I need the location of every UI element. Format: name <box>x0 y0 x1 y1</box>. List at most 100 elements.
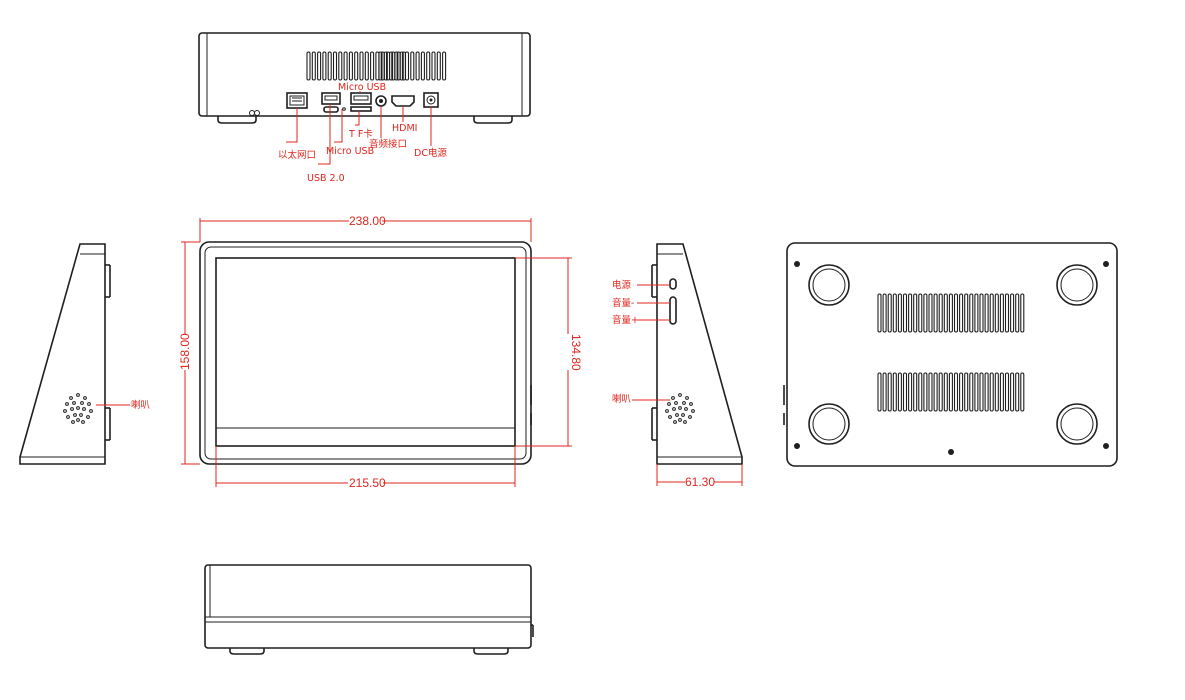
vent-slot <box>964 293 969 333</box>
vent-slot <box>877 372 882 412</box>
speaker-hole <box>79 413 83 417</box>
speaker-hole <box>66 415 70 419</box>
screws <box>794 261 1109 455</box>
vent-slot <box>938 293 943 333</box>
screw <box>1103 443 1109 449</box>
dim-front-height: 158.00 <box>178 241 200 465</box>
vent-slot <box>989 293 994 333</box>
vent-slot <box>882 372 887 412</box>
vent-slot <box>913 372 918 412</box>
vent-slot <box>948 372 953 412</box>
vent-slot <box>370 51 375 81</box>
vent-slot <box>394 51 399 81</box>
bottom-plate <box>786 242 1118 467</box>
vent-slot <box>897 293 902 333</box>
top-view <box>204 564 534 655</box>
vent-slot <box>994 293 999 333</box>
rubber-foot <box>1056 264 1098 306</box>
speaker-hole <box>76 418 80 422</box>
dim-screen-height-value: 134.80 <box>569 334 583 371</box>
vent-slot <box>964 372 969 412</box>
speaker-hole <box>673 420 677 424</box>
rubber-foot <box>808 264 850 306</box>
ports-view-body <box>198 32 531 117</box>
speaker-hole <box>72 401 76 405</box>
rubber-foot <box>1056 403 1098 445</box>
vent-slot <box>974 293 979 333</box>
label-tf-card: T F卡 <box>348 128 373 140</box>
kensington-lock-icon <box>249 110 255 116</box>
speaker-hole <box>678 393 682 397</box>
speaker-hole <box>81 420 85 424</box>
port-callouts <box>286 91 432 165</box>
dim-screen-width-value: 215.50 <box>349 476 386 490</box>
vent-slot <box>892 372 897 412</box>
vent-slots <box>877 293 1025 412</box>
vent-slot <box>969 372 974 412</box>
label-volume-up: 音量+ <box>612 314 639 326</box>
label-hdmi: HDMI <box>392 123 417 134</box>
vent-slot <box>887 372 892 412</box>
label-dc-power: DC电源 <box>414 147 447 159</box>
ports-view: 以太网口 USB 2.0 Micro USB Micro USB T F卡 音频… <box>198 32 531 184</box>
speaker-hole <box>69 396 73 400</box>
dim-screen-width: 215.50 <box>215 446 516 490</box>
speaker-hole <box>682 401 686 405</box>
label-usb2: USB 2.0 <box>307 173 345 184</box>
rubber-foot-inner <box>812 407 846 441</box>
speaker-hole <box>665 409 669 413</box>
vent-slot <box>317 51 322 81</box>
usb2-port-icon <box>321 92 341 105</box>
speaker-hole <box>83 396 87 400</box>
foot <box>473 648 509 655</box>
vent-slot <box>902 293 908 333</box>
speaker-grille <box>63 393 93 424</box>
vent-slot <box>999 293 1004 333</box>
vent-slot <box>332 51 338 81</box>
foot <box>217 116 257 124</box>
vent-slot <box>1004 372 1010 412</box>
micro-usb-top-port-icon <box>350 92 372 105</box>
speaker-hole <box>63 409 67 413</box>
speaker-hole <box>691 409 695 413</box>
front-bezel-inner <box>204 246 527 460</box>
vent-slots <box>306 51 447 81</box>
rubber-foot-inner <box>1060 407 1094 441</box>
vent-slot <box>877 293 882 333</box>
tf-card-slot-icon <box>350 106 372 112</box>
vent-slot <box>389 51 394 81</box>
speaker-hole <box>678 418 682 422</box>
vent-slot <box>1015 372 1020 412</box>
vent-slot <box>415 51 420 81</box>
foot <box>473 116 513 124</box>
audio-jack-icon <box>375 95 387 107</box>
dim-height-value: 158.00 <box>178 333 192 370</box>
dim-screen-height: 134.80 <box>515 257 583 447</box>
speaker-hole <box>681 413 685 417</box>
speaker-hole <box>82 407 86 411</box>
vent-slot <box>343 51 348 81</box>
vent-slot <box>1015 293 1020 333</box>
hdmi-port-icon <box>391 95 415 107</box>
screw <box>794 261 800 267</box>
label-micro-usb-bottom: Micro USB <box>326 146 374 157</box>
speaker-hole <box>80 401 84 405</box>
vent-slot <box>943 293 948 333</box>
vent-slot <box>923 293 928 333</box>
power-button-icon <box>669 278 677 290</box>
vent-slot <box>938 372 943 412</box>
rubber-foot-inner <box>1060 268 1094 302</box>
vent-slot <box>410 51 415 81</box>
vent-slot <box>1020 293 1025 333</box>
speaker-hole <box>667 402 671 406</box>
display-screen <box>215 257 516 447</box>
dim-depth-value: 61.30 <box>685 475 715 489</box>
vent-slot <box>969 293 974 333</box>
vent-slot <box>348 51 353 81</box>
vent-slot <box>984 293 989 333</box>
vent-slot <box>959 293 964 333</box>
speaker-hole <box>684 407 688 411</box>
screw <box>794 443 800 449</box>
volume-rocker-icon <box>669 296 677 325</box>
vent-slot <box>913 293 918 333</box>
